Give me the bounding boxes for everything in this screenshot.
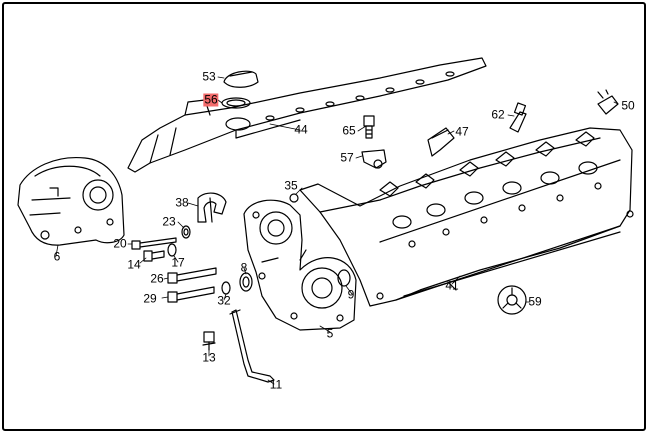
callout-56-highlighted[interactable]: 56 — [203, 92, 219, 107]
callout-20[interactable]: 20 — [113, 236, 127, 251]
part-59-cap[interactable] — [497, 285, 527, 315]
part-26-bolt[interactable] — [167, 267, 217, 284]
callout-65[interactable]: 65 — [342, 123, 356, 138]
part-17-washer[interactable] — [167, 243, 177, 257]
part-57-bracket[interactable] — [361, 149, 387, 169]
part-50-plug[interactable] — [597, 89, 619, 115]
part-29-bolt[interactable] — [167, 286, 215, 303]
callout-44[interactable]: 44 — [294, 122, 308, 137]
part-20-bolt[interactable] — [131, 237, 177, 250]
callout-26[interactable]: 26 — [150, 271, 164, 286]
callout-9[interactable]: 9 — [347, 287, 355, 302]
part-56-seal[interactable] — [221, 97, 251, 109]
callout-13[interactable]: 13 — [202, 350, 216, 365]
part-53-cap[interactable] — [223, 70, 259, 88]
callout-41[interactable]: 41 — [445, 278, 459, 293]
callout-23[interactable]: 23 — [162, 214, 176, 229]
part-11-tube[interactable] — [229, 309, 275, 383]
callout-62[interactable]: 62 — [491, 107, 505, 122]
callout-8[interactable]: 8 — [240, 260, 248, 275]
part-23-bushing[interactable] — [181, 225, 191, 239]
part-13-bolt[interactable] — [202, 331, 216, 351]
callout-57[interactable]: 57 — [340, 150, 354, 165]
callout-59[interactable]: 59 — [528, 294, 542, 309]
leader-lines — [55, 76, 619, 385]
part-44-rail[interactable] — [127, 57, 487, 173]
callout-53[interactable]: 53 — [202, 69, 216, 84]
part-62-injector[interactable] — [509, 102, 527, 133]
part-47-connector[interactable] — [427, 127, 455, 157]
part-32-washer[interactable] — [221, 281, 231, 295]
callout-5[interactable]: 5 — [326, 326, 334, 341]
part-14-bolt[interactable] — [143, 250, 165, 262]
callout-11[interactable]: 11 — [269, 377, 283, 392]
part-35-ring[interactable] — [289, 193, 299, 203]
part-38-clip[interactable] — [197, 192, 227, 223]
callout-6[interactable]: 6 — [53, 249, 61, 264]
callout-38[interactable]: 38 — [175, 195, 189, 210]
callout-35[interactable]: 35 — [284, 178, 298, 193]
part-9-seal[interactable] — [337, 269, 351, 287]
callout-17[interactable]: 17 — [171, 255, 185, 270]
callout-32[interactable]: 32 — [217, 293, 231, 308]
callout-29[interactable]: 29 — [143, 291, 157, 306]
part-65-sensor[interactable] — [363, 115, 375, 139]
part-41-gasket[interactable] — [403, 231, 621, 297]
callout-50[interactable]: 50 — [621, 98, 635, 113]
callout-47[interactable]: 47 — [455, 124, 469, 139]
part-8-washer[interactable] — [239, 272, 253, 292]
callout-14[interactable]: 14 — [127, 257, 141, 272]
part-6-timing-cover[interactable] — [17, 156, 125, 246]
part-5-front-cover[interactable] — [243, 199, 357, 331]
